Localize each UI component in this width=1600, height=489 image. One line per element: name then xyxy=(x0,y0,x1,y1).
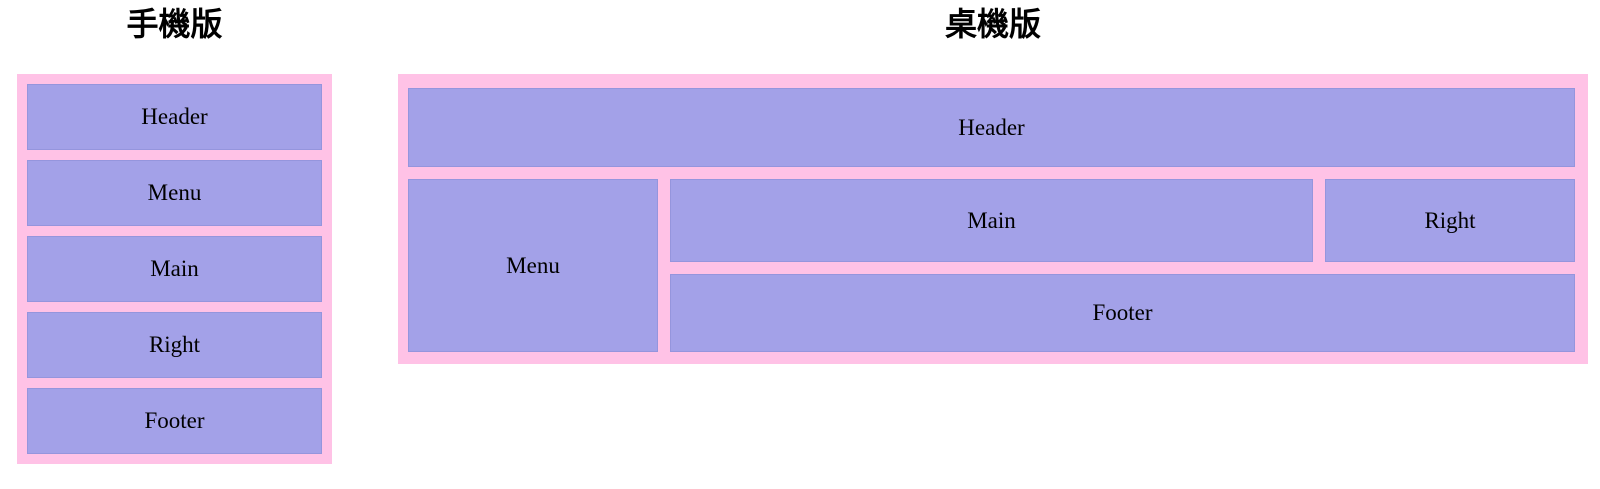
mobile-box-main: Main xyxy=(27,236,322,302)
mobile-box-header: Header xyxy=(27,84,322,150)
desktop-title: 桌機版 xyxy=(944,6,1041,42)
desktop-box-menu: Menu xyxy=(408,179,658,352)
mobile-layout-container: Header Menu Main Right Footer xyxy=(17,74,332,464)
desktop-layout-container: Header Menu Main Right Footer xyxy=(398,74,1588,364)
mobile-box-menu: Menu xyxy=(27,160,322,226)
desktop-box-main: Main xyxy=(670,179,1313,262)
rwd-layout-diagram: 手機版 Header Menu Main Right Footer 桌機版 He… xyxy=(17,0,1588,464)
desktop-section: 桌機版 Header Menu Main Right Footer xyxy=(398,0,1588,364)
mobile-box-right: Right xyxy=(27,312,322,378)
desktop-box-header: Header xyxy=(408,88,1575,167)
mobile-box-footer: Footer xyxy=(27,388,322,454)
mobile-title: 手機版 xyxy=(126,6,223,42)
desktop-box-right: Right xyxy=(1325,179,1575,262)
desktop-box-footer: Footer xyxy=(670,274,1575,352)
mobile-section: 手機版 Header Menu Main Right Footer xyxy=(17,0,332,464)
